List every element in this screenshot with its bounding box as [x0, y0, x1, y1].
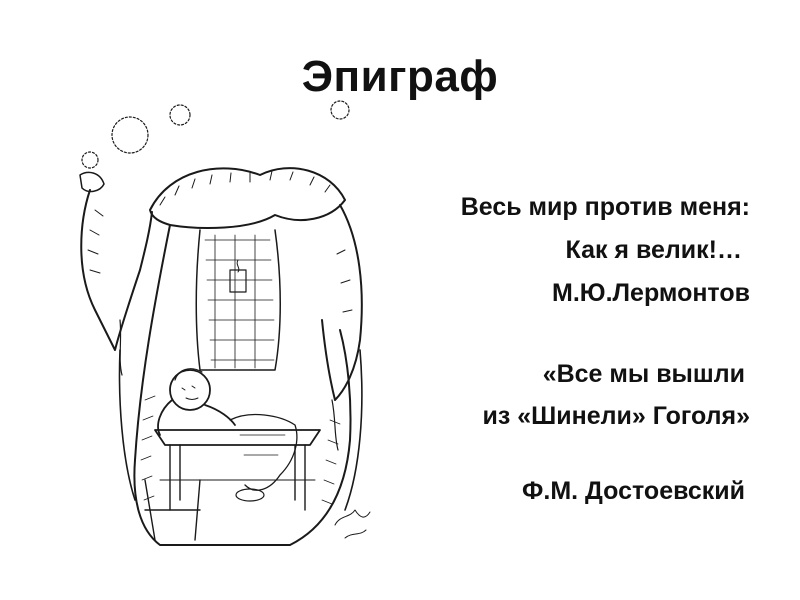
overcoat-illustration	[60, 100, 390, 560]
epigraph-2-line-2: из «Шинели» Гоголя»	[482, 402, 750, 430]
overcoat-drawing-icon	[79, 100, 371, 546]
epigraph-2-author: Ф.М. Достоевский	[522, 477, 745, 505]
epigraph-2-line-1: «Все мы вышли	[542, 360, 745, 388]
epigraph-1-author: М.Ю.Лермонтов	[552, 279, 750, 307]
epigraph-1-line-2: Как я велик!…	[565, 236, 743, 264]
epigraph-1-line-1: Весь мир против меня:	[460, 193, 750, 221]
slide-title: Эпиграф	[301, 52, 499, 101]
